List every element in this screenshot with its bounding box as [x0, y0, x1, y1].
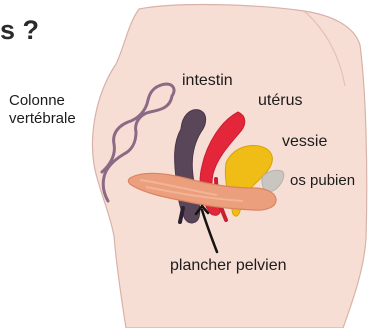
label-plancher-pelvien: plancher pelvien [170, 257, 287, 275]
label-intestin: intestin [182, 72, 233, 90]
label-colonne-vertebrale: Colonne vertébrale [9, 92, 119, 128]
label-vessie: vessie [282, 133, 327, 151]
label-os-pubien: os pubien [290, 172, 355, 190]
label-uterus: utérus [258, 92, 302, 110]
label-colonne-line1: Colonne [9, 92, 119, 110]
label-colonne-line2: vertébrale [9, 110, 119, 128]
